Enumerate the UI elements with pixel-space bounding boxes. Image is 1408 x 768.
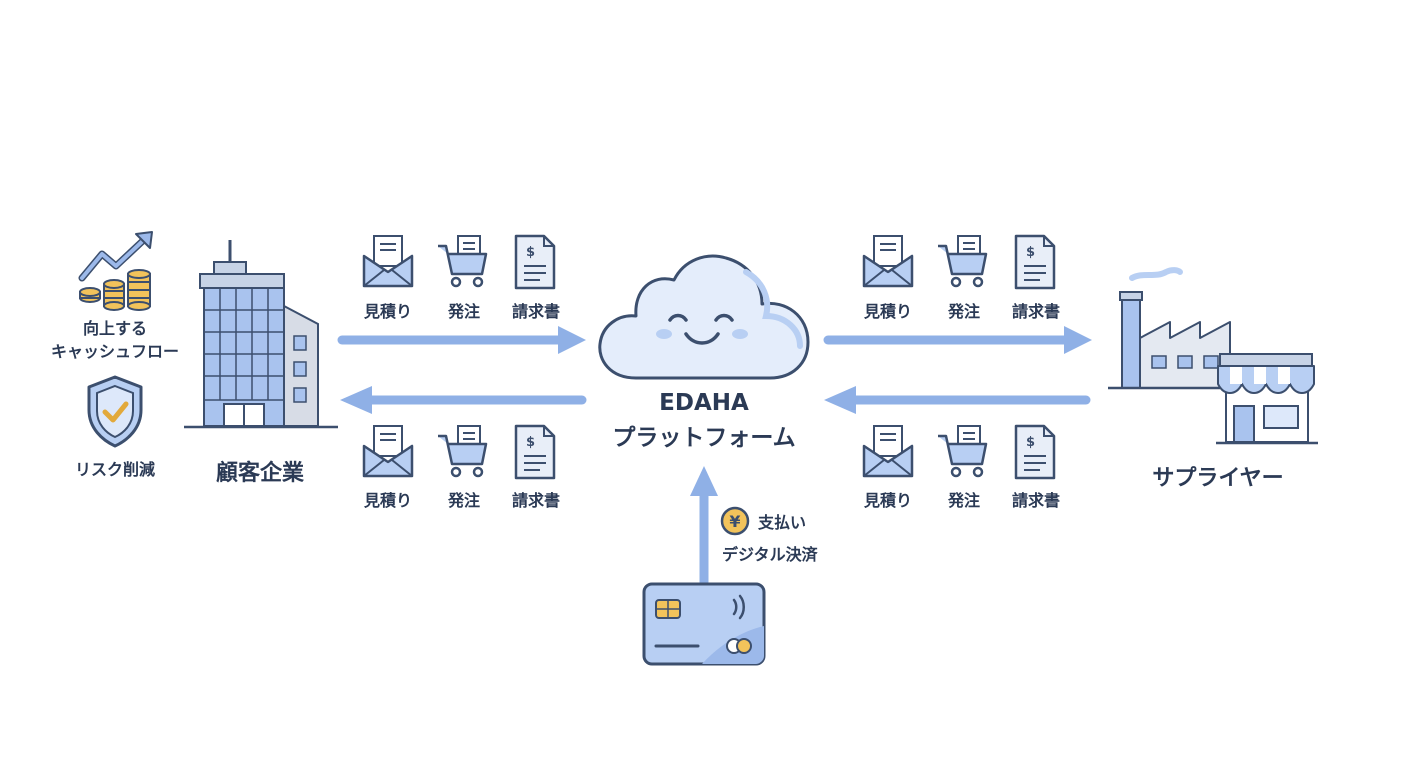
factory-shop-icon [1108, 267, 1318, 445]
shield-check-icon [87, 375, 143, 448]
customer-title: 顧客企業 [215, 461, 304, 486]
envelope-doc-icon [362, 425, 414, 478]
benefit-cashflow-line1: 向上する [82, 319, 147, 338]
smiling-cloud-icon [598, 254, 810, 380]
benefit-cashflow-line2: キャッシュフロー [50, 342, 179, 361]
yen-symbol: ¥ [729, 512, 740, 531]
doc-label-quote: 見積り [863, 302, 912, 321]
platform-subtitle: プラットフォーム [612, 425, 796, 451]
svg-text:$: $ [526, 435, 535, 450]
growth-coins-icon [78, 231, 153, 311]
invoice-dollar-icon: $ [1014, 234, 1056, 290]
cart-receipt-icon [938, 425, 988, 478]
envelope-doc-icon [862, 425, 914, 478]
arrowhead-supplier-to-platform [824, 386, 856, 414]
yen-coin-icon: ¥ [720, 506, 750, 536]
doc-label-quote: 見積り [363, 302, 412, 321]
cart-receipt-icon [438, 425, 488, 478]
doc-label-order: 発注 [947, 302, 980, 321]
doc-label-invoice: 請求書 [1011, 491, 1060, 510]
doc-label-quote: 見積り [863, 491, 912, 510]
arrowhead-platform-to-customer [340, 386, 372, 414]
doc-label-order: 発注 [447, 302, 480, 321]
cart-receipt-icon [438, 235, 488, 288]
payment-sublabel: デジタル決済 [722, 545, 818, 564]
doc-label-invoice: 請求書 [511, 491, 560, 510]
doc-label-invoice: 請求書 [511, 302, 560, 321]
credit-card-icon [642, 582, 766, 666]
envelope-doc-icon [862, 235, 914, 288]
invoice-dollar-icon: $ [514, 424, 556, 480]
invoice-dollar-icon: $ [514, 234, 556, 290]
arrowhead-platform-to-supplier [1064, 326, 1092, 354]
payment-label: 支払い [758, 513, 807, 532]
doc-label-order: 発注 [947, 491, 980, 510]
cart-receipt-icon [938, 235, 988, 288]
svg-text:$: $ [1026, 245, 1035, 260]
arrowhead-customer-to-platform [558, 326, 586, 354]
svg-text:$: $ [1026, 435, 1035, 450]
svg-text:$: $ [526, 245, 535, 260]
doc-label-invoice: 請求書 [1011, 302, 1060, 321]
platform-name: EDAHA [659, 390, 749, 416]
arrowhead-payment-to-platform [690, 466, 718, 496]
doc-label-quote: 見積り [363, 491, 412, 510]
benefit-risk-label: リスク削減 [74, 460, 155, 479]
supplier-title: サプライヤー [1152, 466, 1284, 491]
office-building-icon [184, 240, 338, 429]
invoice-dollar-icon: $ [1014, 424, 1056, 480]
envelope-doc-icon [362, 235, 414, 288]
doc-label-order: 発注 [447, 491, 480, 510]
